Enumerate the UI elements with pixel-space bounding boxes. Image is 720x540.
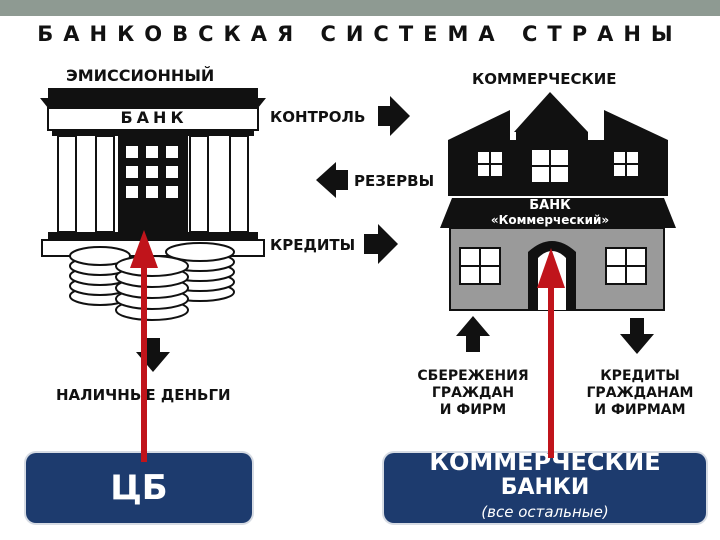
arrow-control — [378, 96, 410, 136]
arrow-down-cash — [136, 338, 170, 372]
central-bank-sign: БАНК — [120, 108, 188, 127]
loans-label: КРЕДИТЫ ГРАЖДАНАМ И ФИРМАМ — [570, 368, 710, 419]
loans-line2: ГРАЖДАНАМ — [586, 385, 694, 401]
commercial-banks-box-line1: КОММЕРЧЕСКИЕ — [429, 453, 661, 476]
loans-line3: И ФИРМАМ — [594, 402, 686, 418]
arrow-down-loans — [620, 318, 654, 354]
commercial-sign-line2: «Коммерческий» — [490, 213, 610, 227]
commercial-banks-box: КОММЕРЧЕСКИЕ БАНКИ (все остальные) — [384, 453, 706, 523]
central-bank-building — [40, 88, 266, 321]
arrow-credits — [364, 224, 398, 264]
red-arrow-cb — [130, 230, 158, 462]
reserves-label: РЕЗЕРВЫ — [354, 172, 435, 190]
commercial-label: КОММЕРЧЕСКИЕ — [472, 70, 617, 88]
commercial-banks-box-line2: БАНКИ — [500, 475, 590, 500]
loans-line1: КРЕДИТЫ — [600, 368, 680, 384]
savings-label: СБЕРЕЖЕНИЯ ГРАЖДАН И ФИРМ — [398, 368, 548, 419]
emission-label: ЭМИССИОННЫЙ — [66, 66, 215, 85]
top-bar — [0, 0, 720, 16]
diagram-title: БАНКОВСКАЯ СИСТЕМА СТРАНЫ — [37, 22, 683, 46]
savings-line2: ГРАЖДАН — [431, 385, 515, 401]
credits-label: КРЕДИТЫ — [270, 236, 356, 254]
savings-line3: И ФИРМ — [439, 402, 507, 418]
savings-line1: СБЕРЕЖЕНИЯ — [417, 368, 529, 384]
commercial-banks-box-line3: (все остальные) — [481, 503, 609, 521]
arrow-up-savings — [456, 316, 490, 352]
central-bank-box-label: ЦБ — [110, 468, 168, 508]
arrow-reserves — [316, 162, 348, 198]
commercial-sign-line1: БАНК — [529, 198, 571, 213]
control-label: КОНТРОЛЬ — [270, 108, 366, 126]
red-arrow-commercial — [537, 248, 565, 458]
commercial-bank-sign: БАНК «Коммерческий» — [470, 198, 630, 228]
central-bank-box: ЦБ — [26, 453, 252, 523]
